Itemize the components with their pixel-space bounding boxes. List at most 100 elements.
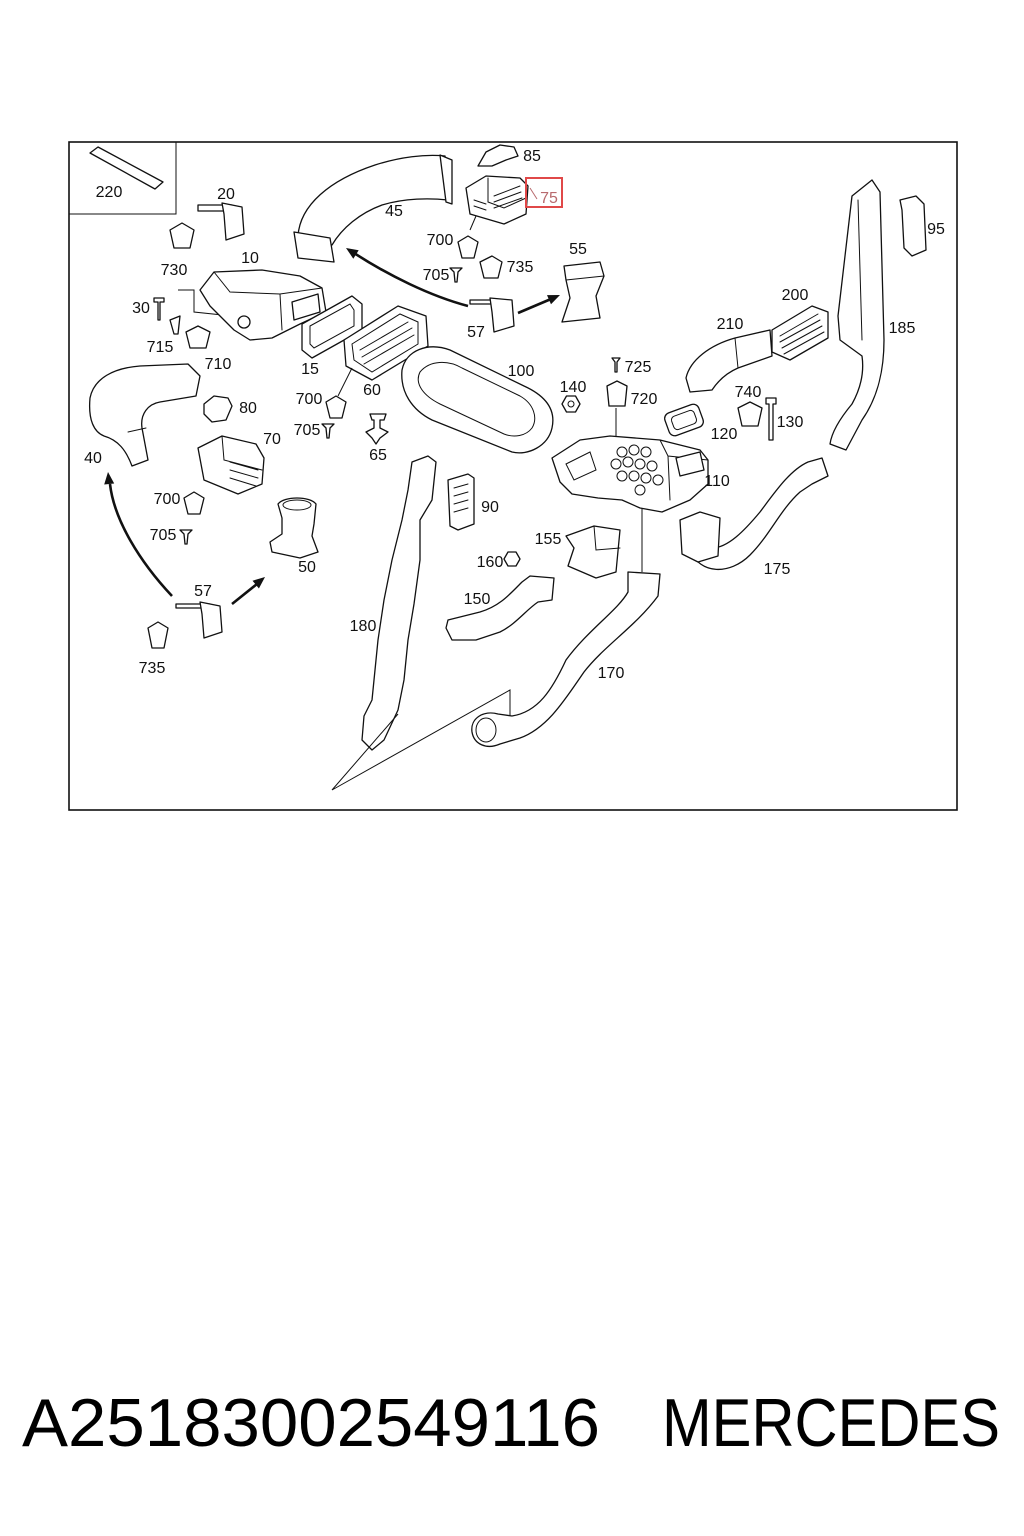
part-90-grille	[453, 483, 469, 513]
part-710-clip	[185, 325, 211, 349]
part-45-flange	[439, 154, 453, 205]
callout-705-top-label: 705	[423, 267, 450, 284]
callout-75-label: 75	[540, 190, 558, 207]
part-10-edges	[213, 271, 323, 331]
part-40-outline	[88, 363, 201, 467]
callout-110-label: 110	[704, 473, 730, 490]
part-110-side-port	[565, 451, 597, 481]
part-700-clip-top	[457, 235, 479, 259]
leader-bottom-triangle	[331, 689, 511, 791]
part-40-edge	[127, 427, 147, 433]
part-140-hex	[561, 395, 581, 413]
callout-45-label: 45	[385, 203, 403, 220]
part-75-vent	[465, 175, 529, 225]
highlight-leader	[529, 187, 538, 200]
callout-95-label: 95	[927, 221, 945, 238]
callout-700-top-label: 700	[427, 232, 454, 249]
part-120-outer	[664, 403, 704, 437]
part-10-housing	[199, 269, 327, 341]
callout-40-label: 40	[84, 450, 102, 467]
part-60-grille	[359, 321, 415, 365]
callout-15-label: 15	[301, 361, 319, 378]
part-75-grille	[473, 185, 523, 211]
callout-740-label: 740	[735, 384, 762, 401]
part-210-duct	[685, 329, 773, 393]
callout-715-label: 715	[147, 339, 174, 356]
callout-140-label: 140	[560, 379, 587, 396]
callout-20-label: 20	[217, 186, 235, 203]
leader-700-to-60	[337, 367, 353, 397]
part-705-screw-top	[449, 267, 463, 283]
part-100-duct	[401, 346, 554, 454]
part-175-outline	[689, 457, 829, 571]
part-155-outline	[565, 525, 621, 579]
arrow-57-to-45	[353, 251, 469, 308]
footer-part-number: A25183002549116	[22, 1385, 600, 1461]
part-70-vent	[197, 435, 265, 495]
part-170-outline	[471, 571, 661, 747]
callout-100-label: 100	[508, 363, 535, 380]
callout-705-mid-label: 705	[294, 422, 321, 439]
honeycomb-cell	[646, 460, 658, 472]
callout-735-top-label: 735	[507, 259, 534, 276]
part-120-inner	[670, 409, 698, 431]
callout-700-low-label: 700	[154, 491, 181, 508]
part-20-bracket	[197, 202, 245, 241]
part-170-duct	[471, 571, 661, 747]
part-40-duct	[88, 363, 201, 467]
part-210-edge	[734, 337, 739, 369]
part-210-outline	[685, 329, 773, 393]
part-700-clip-mid	[325, 395, 347, 419]
callout-30-label: 30	[132, 300, 150, 317]
part-110-housing	[551, 435, 709, 513]
callout-735-low-label: 735	[139, 660, 166, 677]
honeycomb-cell	[652, 474, 664, 486]
callout-50-label: 50	[298, 559, 316, 576]
callout-705-low-label: 705	[150, 527, 177, 544]
part-65-push-pin	[365, 413, 389, 445]
highlight-box	[525, 177, 563, 208]
callout-57-low-label: 57	[194, 583, 212, 600]
part-220-outline	[89, 146, 164, 190]
callout-57-top-label: 57	[467, 324, 485, 341]
callout-220-label: 220	[96, 184, 123, 201]
part-70-grille	[221, 435, 263, 487]
callout-730-label: 730	[161, 262, 188, 279]
part-140-bore	[567, 400, 575, 408]
part-50-opening	[282, 499, 312, 511]
part-185-outline	[829, 179, 885, 451]
callout-60-label: 60	[363, 382, 381, 399]
part-715-pin	[169, 315, 181, 335]
honeycomb-cell	[640, 472, 652, 484]
part-720-clip	[606, 380, 628, 407]
part-30-bolt	[153, 297, 165, 321]
part-45-opening	[293, 231, 335, 263]
part-10-port	[291, 293, 321, 321]
part-100-channel	[417, 362, 536, 437]
part-70-outline	[197, 435, 265, 495]
part-175-outlet	[679, 511, 721, 563]
part-705-screw-mid	[321, 423, 335, 439]
callout-90-label: 90	[481, 499, 499, 516]
part-95-bracket	[899, 195, 927, 257]
part-155-edge	[593, 525, 621, 551]
part-130-sensor	[765, 397, 777, 441]
honeycomb-cell	[622, 456, 634, 468]
callout-200-label: 200	[782, 287, 809, 304]
part-50-outline	[269, 497, 319, 559]
callout-85-label: 85	[523, 148, 541, 165]
part-730-clip	[169, 222, 195, 249]
callout-710-label: 710	[205, 356, 232, 373]
part-735-clip-top	[479, 255, 503, 279]
part-10-fitting	[237, 315, 251, 329]
part-20-body	[221, 202, 245, 241]
part-180-duct	[361, 455, 437, 751]
honeycomb-cell	[616, 470, 628, 482]
callout-130-label: 130	[777, 414, 804, 431]
part-55-edge	[565, 275, 605, 281]
diagram-frame	[68, 141, 958, 811]
part-60-inner	[351, 313, 419, 373]
part-100-outline	[401, 346, 554, 454]
part-57-low-body	[199, 601, 223, 639]
